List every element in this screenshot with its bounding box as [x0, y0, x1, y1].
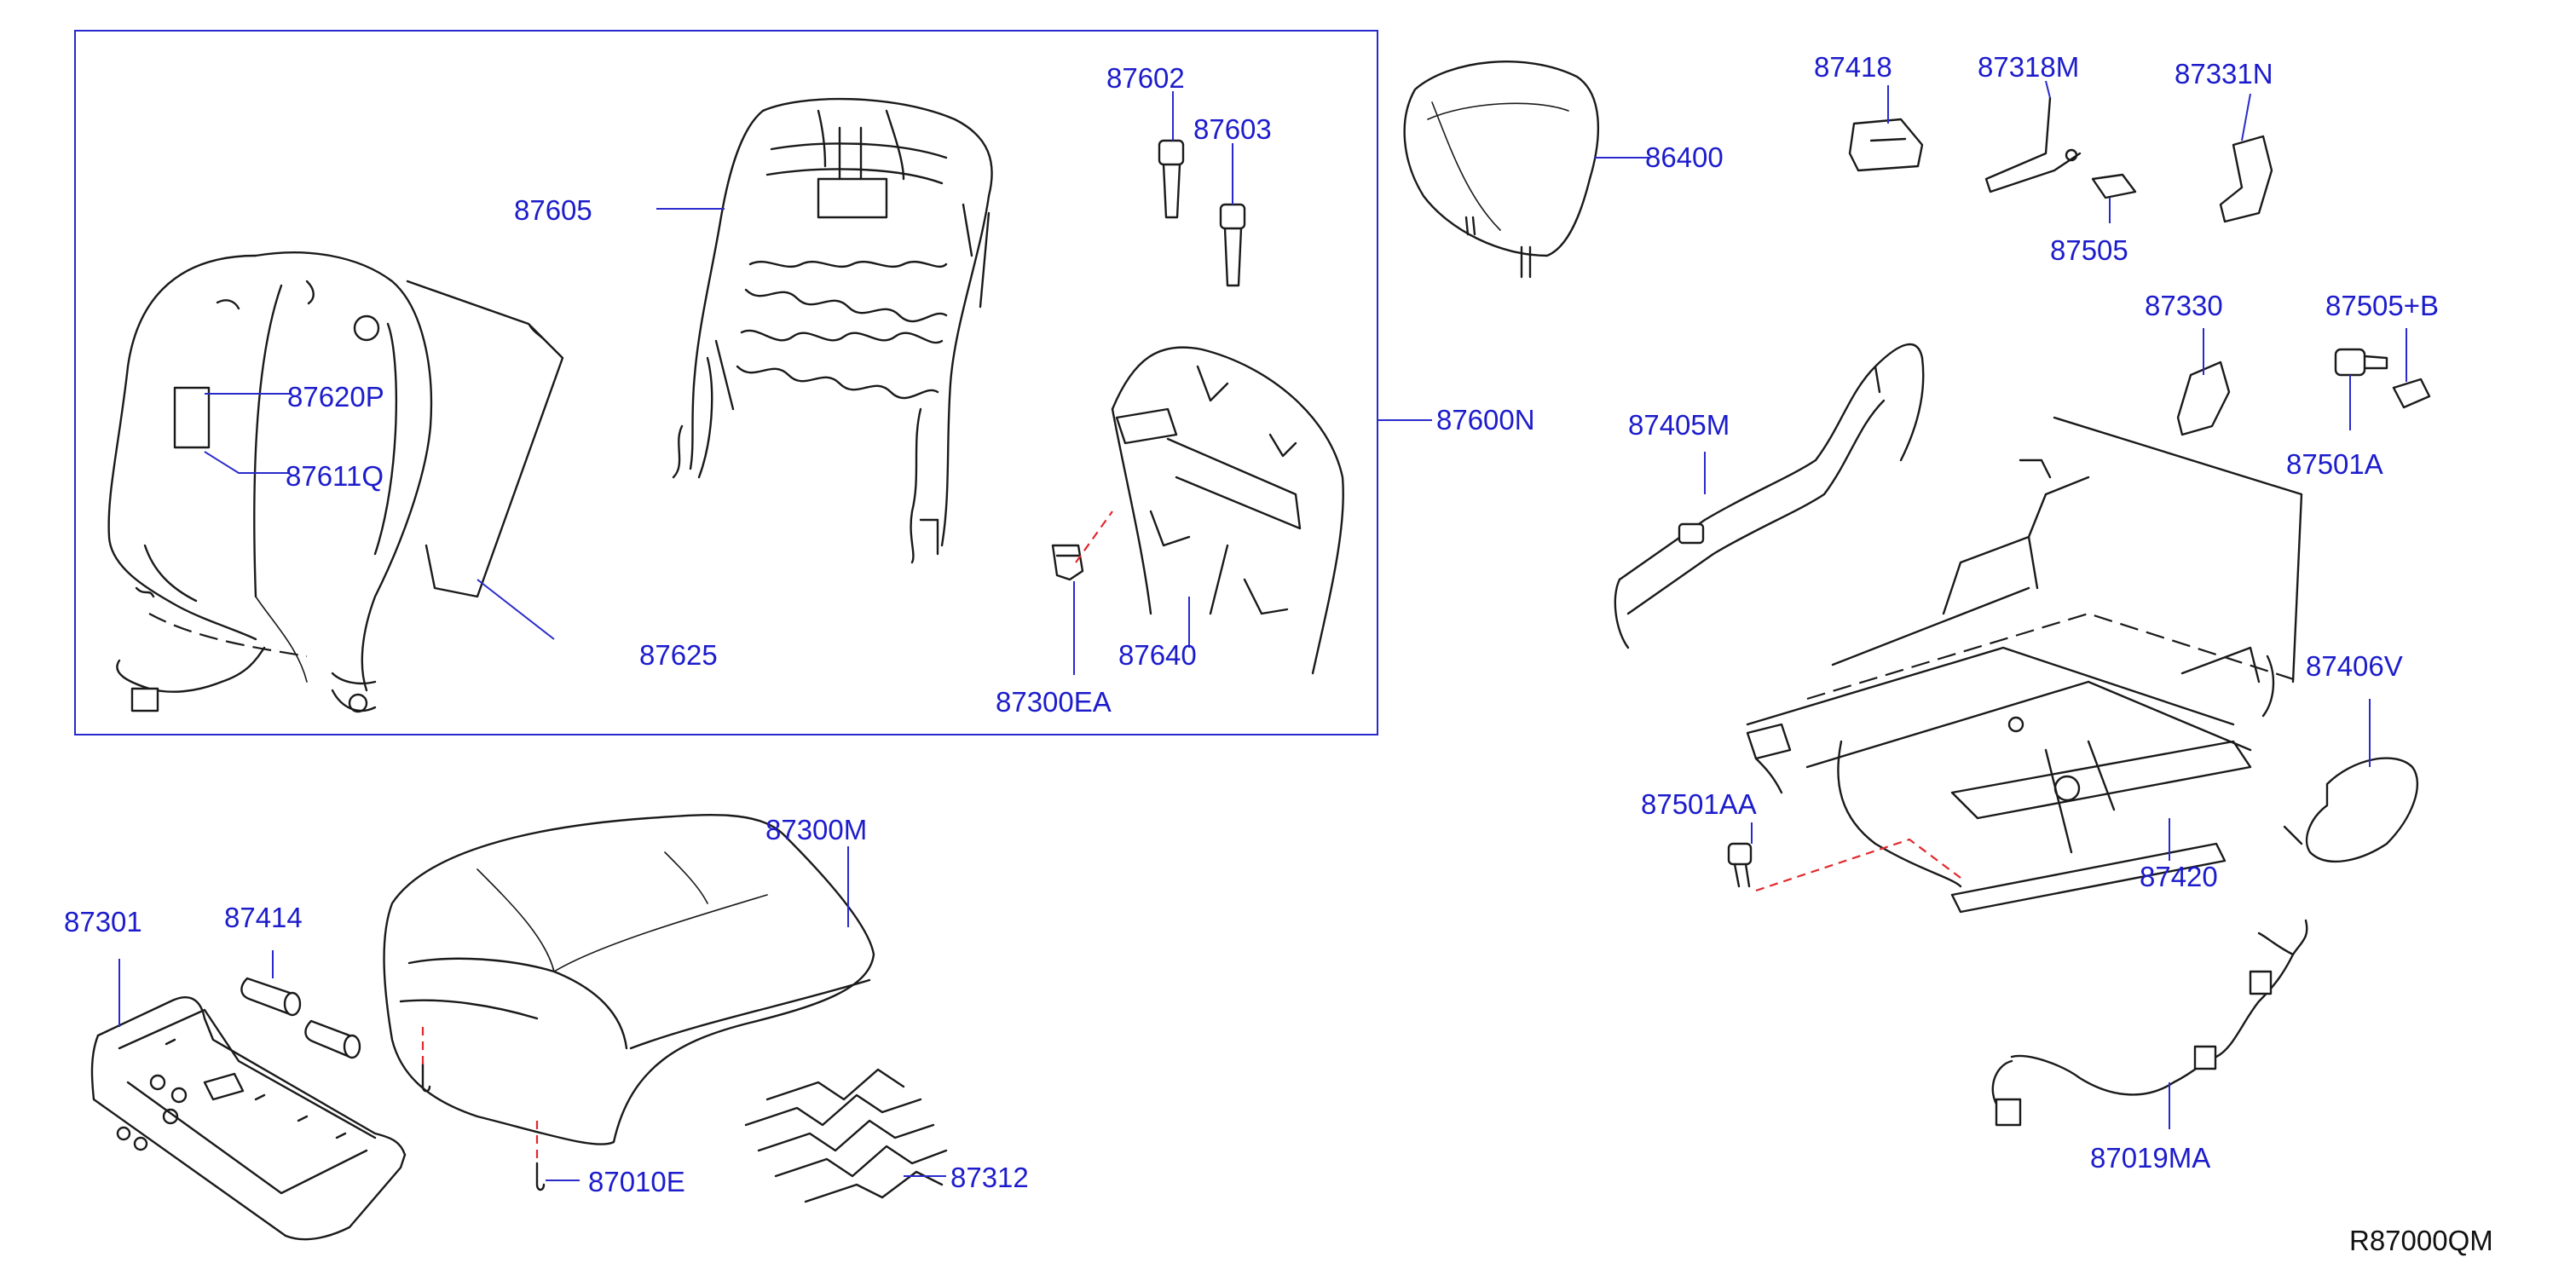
label-87605: 87605: [514, 194, 592, 226]
label-87501aa: 87501AA: [1641, 788, 1757, 820]
label-87300ea: 87300EA: [996, 686, 1112, 718]
plug-87414-a: [240, 977, 302, 1017]
leader-lines: [118, 80, 2407, 1181]
connection-lines: [421, 510, 1961, 1163]
label-87505: 87505: [2050, 234, 2128, 266]
label-87300m: 87300M: [765, 814, 867, 845]
seat-pan-87301: [90, 996, 407, 1241]
back-board: [1111, 346, 1344, 675]
label-87611q: 87611Q: [286, 460, 384, 492]
bracket-87418: [1848, 118, 1924, 172]
label-87318m: 87318M: [1978, 51, 2079, 83]
bolt-87501a: [2334, 348, 2388, 377]
clip-87505: [2091, 173, 2137, 199]
harness-87019ma: [1991, 919, 2308, 1127]
label-87406v: 87406V: [2306, 650, 2403, 682]
bolt-87603: [1219, 203, 1246, 287]
seatback-harness: [116, 646, 266, 712]
label-87330: 87330: [2145, 290, 2223, 321]
headrest: [1403, 61, 1600, 279]
harness-plug: [1995, 1098, 2022, 1127]
cover-87331n: [2219, 135, 2273, 223]
label-87501a: 87501A: [2286, 448, 2383, 480]
label-87505b: 87505+B: [2325, 290, 2439, 321]
plug-87414-b: [304, 1019, 361, 1059]
lumbar-knob: [173, 386, 211, 449]
part-labels: 87602 87603 87605 86400 87418 87318M 873…: [64, 51, 2493, 1256]
label-87603: 87603: [1193, 113, 1272, 145]
label-86400: 86400: [1645, 141, 1724, 173]
frame-bracket: [817, 177, 888, 219]
label-87301: 87301: [64, 906, 142, 937]
seat-frame-87420: [1746, 416, 2303, 914]
seatback-frame: [672, 97, 993, 564]
clip-87300ea: [1051, 544, 1084, 581]
label-87414: 87414: [224, 902, 303, 933]
harness-connector: [130, 687, 159, 712]
label-87600n: 87600N: [1436, 404, 1535, 435]
side-cover-87406v: [2283, 757, 2419, 863]
hook-87010e: [421, 1062, 546, 1191]
label-87331n: 87331N: [2175, 58, 2273, 89]
seatback-trim-cover: [107, 251, 433, 713]
bolt-87501aa: [1727, 842, 1753, 888]
cap-87505b: [2392, 378, 2431, 409]
reference-code: R87000QM: [2349, 1225, 2493, 1256]
label-87420: 87420: [2140, 861, 2218, 892]
label-87640: 87640: [1118, 639, 1197, 671]
label-87625: 87625: [639, 639, 718, 671]
cushion-frame-side: [1614, 343, 1925, 649]
label-87312: 87312: [950, 1162, 1029, 1193]
label-87010e: 87010E: [588, 1166, 685, 1197]
label-87418: 87418: [1814, 51, 1892, 83]
cover-87330: [2176, 361, 2231, 436]
seatback-assembly-frame: [74, 30, 1378, 735]
label-87405m: 87405M: [1628, 409, 1730, 441]
link-87318m: [1984, 96, 2082, 193]
label-87019ma: 87019MA: [2090, 1142, 2210, 1174]
bolt-87602: [1158, 139, 1185, 219]
seatback-heater-pad: [406, 280, 564, 598]
label-87620p: 87620P: [287, 381, 384, 412]
springs-87312: [744, 1068, 948, 1203]
label-87602: 87602: [1106, 62, 1185, 94]
seat-cushion-87300m: [383, 814, 875, 1145]
